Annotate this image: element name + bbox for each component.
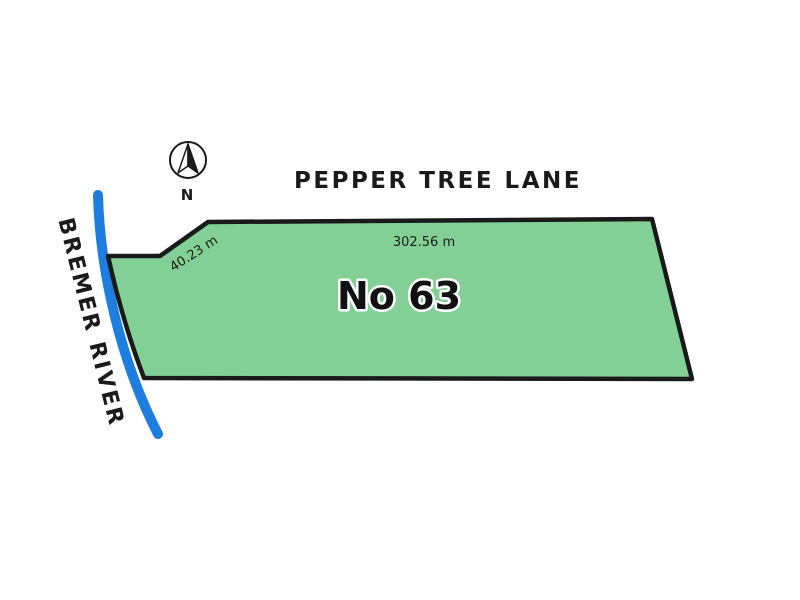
north-label: N (181, 186, 194, 204)
dimension-north-boundary: 302.56 m (393, 235, 455, 250)
road-name-label: PEPPER TREE LANE (294, 168, 582, 194)
compass-north-arrow-icon: N (169, 141, 207, 204)
lot-63-boundary[interactable] (105, 216, 695, 382)
bremer-river-line (93, 190, 163, 439)
lot-number-label: No 63 (337, 274, 461, 318)
